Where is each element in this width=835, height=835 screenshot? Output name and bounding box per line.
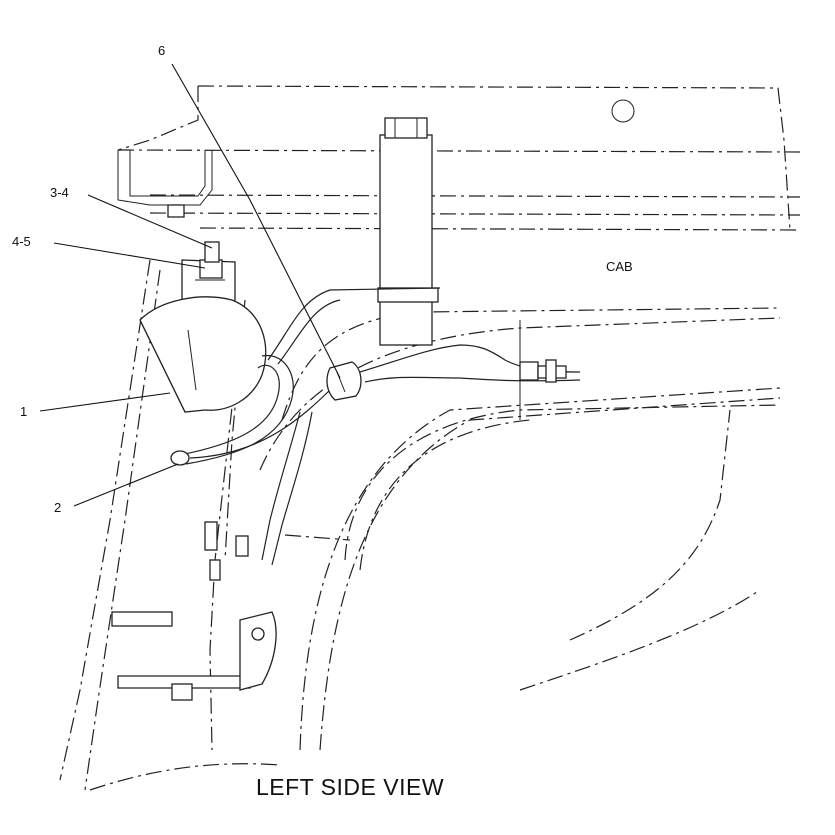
callout-2: 2 (54, 500, 62, 515)
hose-assembly (170, 287, 581, 566)
view-title: LEFT SIDE VIEW (255, 774, 445, 800)
door-frame (59, 259, 781, 791)
cab-hole (611, 99, 635, 123)
callout-4-5: 4-5 (12, 234, 31, 249)
leader-lines (39, 63, 341, 507)
callout-3-4: 3-4 (50, 185, 69, 200)
callout-6: 6 (158, 43, 166, 58)
cab-label: CAB (606, 259, 633, 274)
lower-hardware (111, 204, 277, 701)
hose-clip (326, 361, 362, 401)
hose-fitting (519, 359, 567, 383)
vertical-post (377, 117, 439, 346)
component-block (139, 296, 267, 413)
cab-outline (117, 85, 801, 231)
callout-1: 1 (20, 404, 28, 419)
